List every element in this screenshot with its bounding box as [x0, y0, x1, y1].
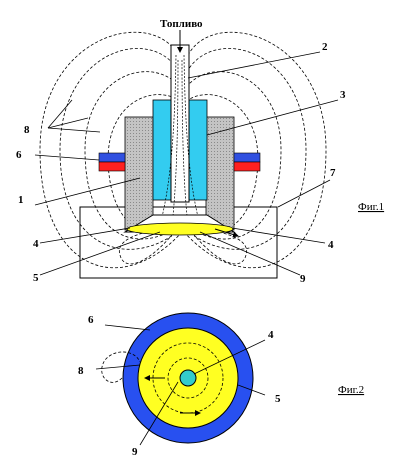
label-7: 7: [330, 167, 336, 179]
fig2-label-9: 9: [132, 446, 138, 458]
leader-lines-fig2: [95, 324, 266, 446]
label-5: 5: [33, 272, 39, 284]
label-3: 3: [340, 89, 346, 101]
label-8: 8: [24, 124, 30, 136]
label-1: 1: [18, 194, 24, 206]
label-9: 9: [300, 273, 306, 285]
label-4-left: 4: [33, 238, 39, 250]
leader-lines-fig1: [34, 51, 339, 276]
center-4: [179, 369, 197, 387]
field-circles: [152, 342, 224, 414]
fig2-caption: Фиг.2: [338, 384, 364, 396]
coil-right-blue: [233, 152, 261, 163]
core-left: [124, 116, 154, 231]
label-4-right: 4: [328, 239, 334, 251]
fig2-label-4: 4: [268, 329, 274, 341]
coil-left-red: [98, 161, 126, 172]
fig2-label-8: 8: [78, 365, 84, 377]
figure-1: Топливо 2 3 8 6 1 7 Фиг.1 4 4 5 9: [16, 18, 384, 285]
fig1-caption: Фиг.1: [358, 201, 384, 213]
disk-5: [126, 222, 234, 236]
label-2: 2: [322, 41, 328, 53]
fig2-label-5: 5: [275, 393, 281, 405]
figure-2: 6 4 8 Фиг.2 5 9: [78, 312, 364, 458]
coil-left-blue: [98, 152, 126, 163]
fuel-label: Топливо: [160, 18, 203, 30]
core-right: [205, 116, 235, 231]
coil-right-red: [233, 161, 261, 172]
fig2-label-6: 6: [88, 314, 94, 326]
housing-7: [79, 206, 278, 279]
fuel-tube: [170, 44, 190, 203]
label-6: 6: [16, 149, 22, 161]
